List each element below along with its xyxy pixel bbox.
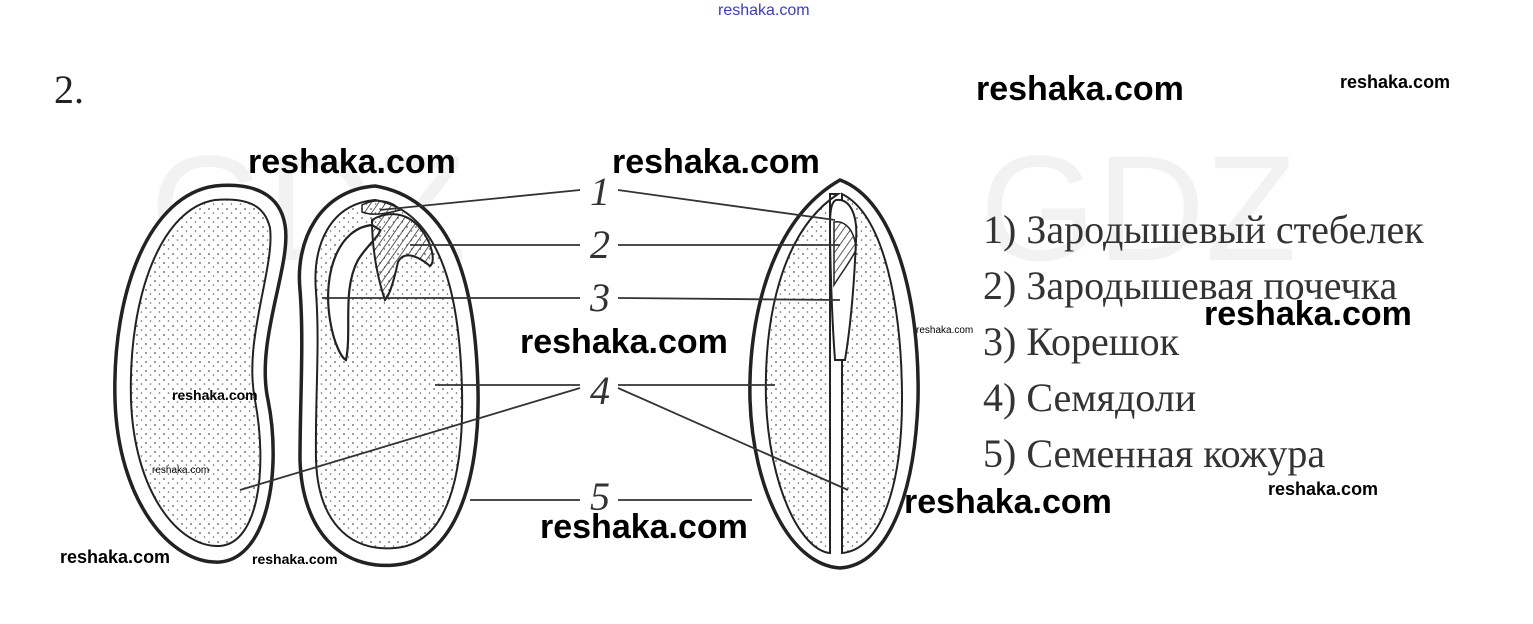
- diagram-labels: 1 2 3 4 5: [589, 169, 610, 519]
- watermark: reshaka.com: [152, 465, 210, 476]
- watermark: reshaka.com: [520, 323, 728, 361]
- watermark: reshaka.com: [248, 143, 456, 181]
- watermark: reshaka.com: [1340, 72, 1451, 92]
- legend-item-root: 3) Корешок: [983, 319, 1179, 364]
- legend-item-stem: 1) Зародышевый стебелек: [983, 207, 1424, 252]
- task-number: 2.: [54, 67, 84, 112]
- watermark: reshaka.com: [612, 143, 820, 181]
- svg-text:GDZ: GDZ: [980, 124, 1297, 292]
- label-4: 4: [590, 368, 610, 413]
- middle-cotyledon: [297, 184, 480, 568]
- watermark: reshaka.com: [904, 483, 1112, 521]
- watermark: reshaka.com: [718, 2, 810, 19]
- legend-item-bud: 2) Зародышевая почечка: [983, 263, 1398, 308]
- legend-item-seed-coat: 5) Семенная кожура: [983, 431, 1326, 476]
- watermark: reshaka.com: [60, 547, 171, 567]
- watermark: reshaka.com: [540, 508, 748, 546]
- label-3: 3: [589, 275, 610, 320]
- watermark: reshaka.com: [252, 551, 338, 567]
- right-seed: [748, 178, 920, 570]
- watermark: reshaka.com: [916, 325, 974, 336]
- legend: 1) Зародышевый стебелек 2) Зародышевая п…: [983, 202, 1424, 482]
- left-cotyledon: [113, 183, 288, 564]
- legend-item-cotyledons: 4) Семядоли: [983, 375, 1197, 420]
- watermark: reshaka.com: [1204, 295, 1412, 333]
- leader-lines: [239, 189, 849, 501]
- label-5: 5: [590, 474, 610, 519]
- label-1: 1: [590, 169, 610, 214]
- label-2: 2: [590, 222, 610, 267]
- watermark: reshaka.com: [976, 70, 1184, 108]
- watermark: reshaka.com: [172, 387, 258, 403]
- watermark: reshaka.com: [1268, 479, 1379, 499]
